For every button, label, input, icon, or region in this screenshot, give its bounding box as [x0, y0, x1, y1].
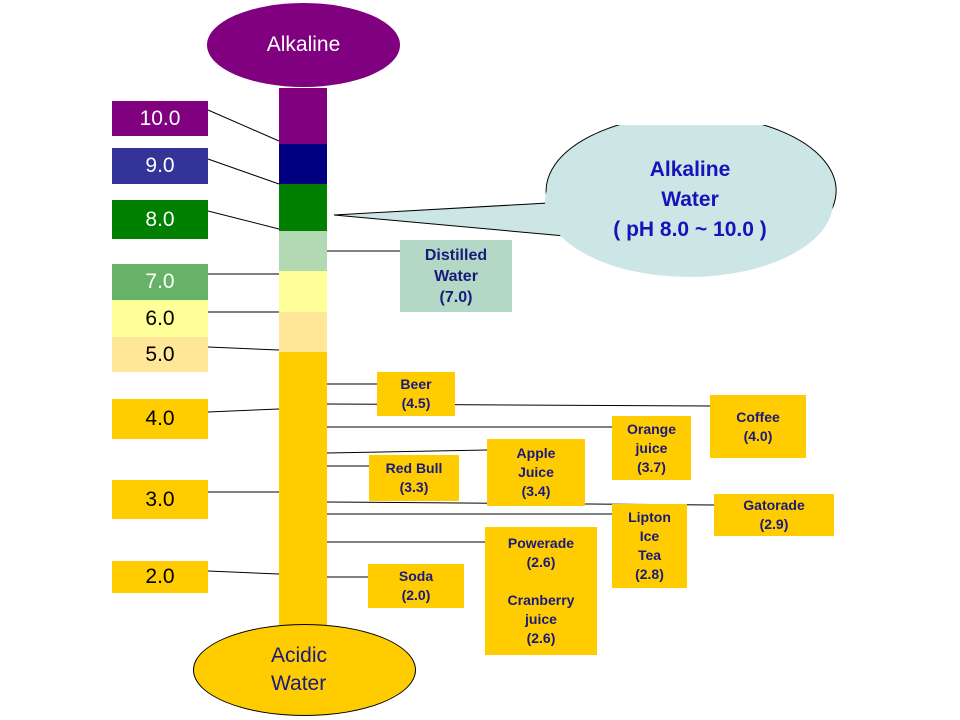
label-orange-juice: Orange juice (3.7) [612, 416, 691, 480]
connector-4 [207, 408, 280, 413]
scale-box-6: 6.0 [112, 300, 208, 337]
column-segment-peach [279, 312, 327, 352]
alkaline-label: Alkaline [266, 33, 341, 56]
label-coffee: Coffee (4.0) [710, 395, 806, 458]
column-segment-navy [279, 144, 327, 184]
acidic-water-label: Acidic Water [271, 644, 328, 695]
alkaline-water-callout [333, 125, 837, 277]
scale-box-4: 4.0 [112, 399, 208, 439]
alkaline-ellipse [207, 3, 400, 87]
column-segment-green [279, 184, 327, 231]
scale-box-8: 8.0 [112, 200, 208, 239]
alkaline-water-callout-text: Alkaline Water ( pH 8.0 ~ 10.0 ) [613, 158, 767, 241]
column-segment-light-yellow [279, 271, 327, 312]
label-soda: Soda (2.0) [368, 564, 464, 608]
acidic-ellipse [193, 624, 416, 716]
label-apple-juice: Apple Juice (3.4) [487, 439, 585, 506]
connector-2 [207, 570, 280, 575]
label-lipton-ice-tea: Lipton Ice Tea (2.8) [612, 504, 687, 588]
connector-5 [207, 346, 280, 351]
label-gatorade: Gatorade (2.9) [714, 494, 834, 536]
scale-box-5: 5.0 [112, 337, 208, 372]
label-beer: Beer (4.5) [377, 372, 455, 416]
connector-8 [207, 210, 280, 230]
column-segment-yellow [279, 352, 327, 625]
connector-apple [326, 449, 488, 454]
scale-box-2: 2.0 [112, 561, 208, 593]
scale-box-10: 10.0 [112, 101, 208, 136]
scale-box-9: 9.0 [112, 148, 208, 184]
label-red-bull: Red Bull (3.3) [369, 455, 459, 501]
connector-9 [207, 158, 280, 185]
column-segment-purple [279, 88, 327, 144]
label-powerade-cranberry: Powerade (2.6) Cranberry juice (2.6) [485, 527, 597, 655]
scale-box-7: 7.0 [112, 264, 208, 300]
connector-10 [207, 109, 280, 142]
scale-box-3: 3.0 [112, 480, 208, 519]
label-distilled-water: Distilled Water (7.0) [400, 240, 512, 312]
column-segment-mint [279, 231, 327, 271]
